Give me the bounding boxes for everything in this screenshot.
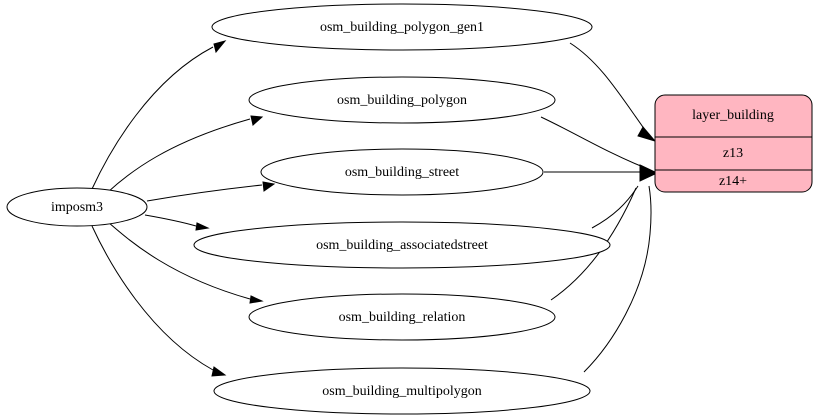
node-shape (248, 293, 556, 341)
edge-path (569, 42, 646, 131)
edge-path (91, 46, 214, 190)
node-osm-building-street[interactable]: osm_building_street (260, 148, 544, 196)
layer-name-label: layer_building (692, 108, 774, 123)
arrowhead-icon (249, 295, 264, 304)
edge-multipolygon-to-layer-z14plus[interactable] (583, 185, 652, 373)
edge-imposm3-to-street[interactable] (146, 181, 276, 202)
zoom-z14plus-label: z14+ (719, 174, 747, 189)
node-osm-building-multipolygon[interactable]: osm_building_multipolygon (213, 367, 591, 415)
edge-group-source-to-tables (91, 40, 276, 377)
node-label: osm_building_relation (339, 310, 466, 325)
edge-path (107, 221, 251, 300)
arrowhead-icon (639, 164, 659, 182)
node-osm-building-polygon-gen1[interactable]: osm_building_polygon_gen1 (211, 3, 593, 51)
arrowhead-icon (213, 40, 227, 54)
arrowhead-icon (195, 222, 210, 231)
node-layer-building[interactable]: layer_building z13 z14+ (654, 94, 813, 193)
edge-imposm3-to-multipolygon[interactable] (91, 225, 227, 377)
node-shape (6, 187, 148, 227)
edge-imposm3-to-polygon-gen1[interactable] (91, 40, 227, 190)
node-label: imposm3 (51, 200, 103, 215)
edge-path (91, 225, 214, 371)
node-shape (193, 221, 611, 269)
node-imposm3[interactable]: imposm3 (6, 187, 148, 227)
edge-associatedstreet-to-layer-z14plus[interactable] (591, 185, 639, 229)
edge-imposm3-to-polygon[interactable] (107, 115, 264, 193)
node-osm-building-relation[interactable]: osm_building_relation (248, 293, 556, 341)
zoom-z13-label: z13 (723, 146, 743, 161)
node-label: osm_building_street (345, 165, 459, 180)
edge-path (540, 116, 644, 168)
edge-relation-to-layer-z14plus[interactable] (550, 187, 637, 301)
node-label: osm_building_multipolygon (322, 384, 481, 399)
node-label: osm_building_polygon_gen1 (320, 20, 484, 35)
node-shape (213, 367, 591, 415)
arrowhead-icon (250, 115, 264, 126)
edge-path (144, 214, 197, 227)
arrowhead-icon (262, 181, 276, 192)
edge-path (583, 185, 652, 373)
edge-polygon-gen1-to-layer-z13[interactable] (569, 42, 657, 142)
arrowhead-icon (637, 126, 657, 142)
edge-imposm3-to-relation[interactable] (107, 221, 264, 304)
node-shape (248, 76, 556, 124)
edge-group-tables-to-layer (540, 42, 659, 373)
node-shape (260, 148, 544, 196)
edge-imposm3-to-associatedstreet[interactable] (144, 214, 210, 231)
edge-path (146, 184, 263, 202)
edge-polygon-to-layer-z14plus[interactable] (540, 116, 644, 168)
node-label: osm_building_associatedstreet (316, 238, 488, 253)
edge-path (107, 118, 251, 193)
edge-path (550, 187, 637, 301)
node-label: osm_building_polygon (337, 93, 467, 108)
node-osm-building-associatedstreet[interactable]: osm_building_associatedstreet (193, 221, 611, 269)
arrowhead-icon (211, 366, 227, 377)
layer-record-body (654, 94, 813, 193)
node-shape (211, 3, 593, 51)
edge-path (591, 185, 639, 229)
node-osm-building-polygon[interactable]: osm_building_polygon (248, 76, 556, 124)
